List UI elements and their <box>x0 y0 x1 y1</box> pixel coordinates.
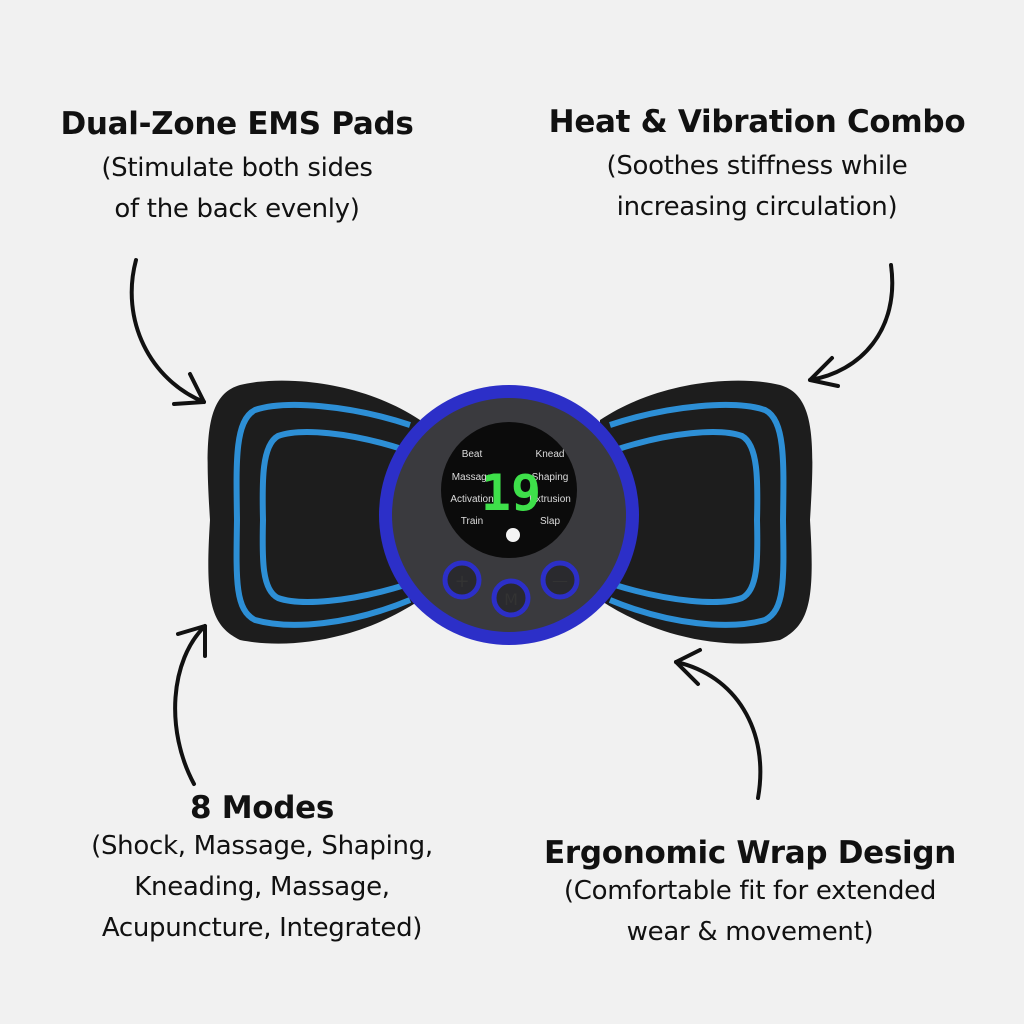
feature-heat-vibration: Heat & Vibration Combo (Soothes stiffnes… <box>549 104 966 228</box>
minus-button[interactable]: — <box>540 560 580 600</box>
feature-ergonomic: Ergonomic Wrap Design (Comfortable fit f… <box>544 835 956 953</box>
svg-text:M: M <box>504 590 518 609</box>
left-pad <box>207 380 420 644</box>
svg-text:—: — <box>552 571 568 590</box>
feature-dual-zone: Dual-Zone EMS Pads (Stimulate both sides… <box>60 106 413 230</box>
feature-desc-line: Kneading, Massage, <box>134 872 390 902</box>
feature-desc-line: (Comfortable fit for extended <box>563 876 937 906</box>
feature-modes: 8 Modes (Shock, Massage, Shaping, Kneadi… <box>91 790 433 949</box>
ems-massager-device: Beat Massage Activation Train Knead Shap… <box>207 380 813 645</box>
feature-desc-line: (Soothes stiffness while <box>606 151 908 181</box>
svg-text:+: + <box>454 571 469 592</box>
mode-label: Slap <box>540 516 560 527</box>
feature-title: Heat & Vibration Combo <box>548 104 966 140</box>
mode-label: Shaping <box>532 472 569 483</box>
mode-label: Knead <box>536 449 565 460</box>
plus-button[interactable]: + <box>442 560 482 600</box>
indicator-led <box>506 528 520 542</box>
arrow-top-left-icon <box>129 258 206 406</box>
lcd-display <box>441 422 577 558</box>
mode-label: Extrusion <box>529 494 571 505</box>
arrow-bottom-right-icon <box>674 648 763 800</box>
mode-label: Beat <box>462 449 483 460</box>
mode-label: Train <box>461 516 483 527</box>
mode-button[interactable]: M <box>491 578 531 618</box>
mode-label: Activation <box>450 494 493 505</box>
feature-title: Dual-Zone EMS Pads <box>60 106 414 142</box>
feature-desc-line: of the back evenly) <box>114 194 360 224</box>
right-pad <box>600 380 813 644</box>
feature-desc-line: (Stimulate both sides <box>101 153 373 183</box>
feature-title: Ergonomic Wrap Design <box>543 835 957 871</box>
feature-desc-line: (Shock, Massage, Shaping, <box>91 831 433 861</box>
mode-label: Massage <box>452 472 493 483</box>
display-digits: 19 <box>481 464 541 522</box>
feature-desc-line: increasing circulation) <box>616 192 898 222</box>
arrow-top-right-icon <box>808 263 895 388</box>
feature-title: 8 Modes <box>189 790 335 826</box>
arrow-bottom-left-icon <box>173 624 207 786</box>
feature-desc-line: Acupuncture, Integrated) <box>101 913 423 943</box>
feature-desc-line: wear & movement) <box>626 917 874 947</box>
